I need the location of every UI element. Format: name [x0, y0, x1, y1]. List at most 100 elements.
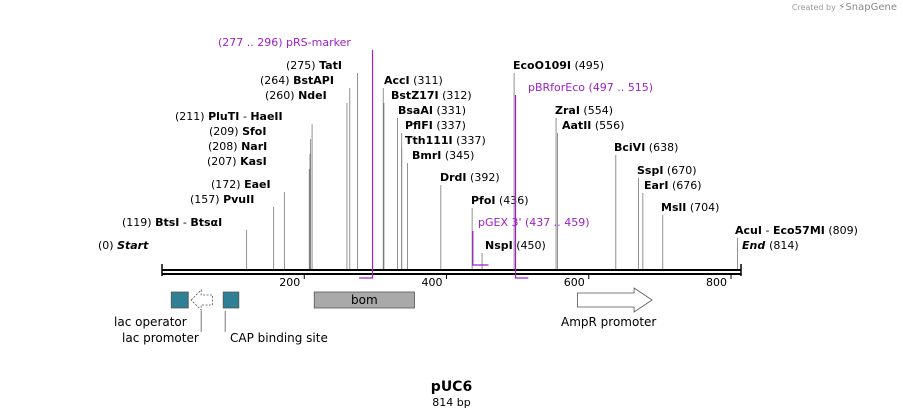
enzyme-label-pflfi: PflFI (337)	[405, 119, 466, 132]
enzyme-name: NdeI	[298, 89, 327, 102]
enzyme-label-ndei: (260) NdeI	[265, 89, 327, 102]
enzyme-name: MslI	[661, 201, 686, 214]
plasmid-name: pUC6	[430, 379, 473, 395]
enzyme-label-acci: AccI (311)	[384, 74, 443, 87]
primer-prs-marker-arrow	[359, 50, 374, 279]
enzyme-name: SspI	[637, 164, 663, 177]
primer-prs-marker-label: (277 .. 296) pRS-marker	[218, 36, 351, 49]
enzyme-label-tati: (275) TatI	[286, 59, 342, 72]
enzyme-name: NarI	[241, 140, 267, 153]
enzyme-name: TatI	[319, 59, 342, 72]
feature-lac-operator-box	[170, 291, 189, 309]
enzyme-name: HaeII	[250, 110, 282, 123]
enzyme-label-bstapi: (264) BstAPI	[260, 74, 334, 87]
enzyme-label-zrai: ZraI (554)	[555, 104, 613, 117]
enzyme-position: (211)	[175, 110, 208, 123]
enzyme-position: (275)	[286, 59, 319, 72]
enzyme-position: (345)	[441, 149, 474, 162]
axis-tick-label: 800	[706, 276, 727, 289]
enzyme-name: PvuII	[223, 193, 254, 206]
enzyme-label-pvuii: (157) PvuII	[190, 193, 254, 206]
enzyme-name: PfoI	[471, 194, 496, 207]
enzyme-label-msli: MslI (704)	[661, 201, 719, 214]
enzyme-name: BciVI	[614, 141, 645, 154]
feature-label-cap-binding-site: CAP binding site	[230, 331, 328, 345]
axis-tick-label: 600	[564, 276, 585, 289]
enzyme-position: (809)	[825, 224, 858, 237]
enzyme-position: (337)	[453, 134, 486, 147]
enzyme-label-nspi: NspI (450)	[485, 239, 546, 252]
enzyme-name: KasI	[240, 155, 267, 168]
enzyme-label-bsaai: BsaAI (331)	[398, 104, 466, 117]
enzyme-position: (260)	[265, 89, 298, 102]
feature-bom-box	[313, 291, 415, 309]
feature-label-ampr-promoter: AmpR promoter	[561, 315, 656, 329]
enzyme-label-bmri: BmrI (345)	[412, 149, 474, 162]
enzyme-name: EaeI	[244, 178, 271, 191]
enzyme-name: Tth111I	[405, 134, 453, 147]
enzyme-name: EarI	[644, 179, 668, 192]
feature-label-lac-promoter: lac promoter	[122, 331, 199, 345]
primer-pgex-3-label: pGEX 3' (437 .. 459)	[478, 216, 590, 229]
enzyme-position: (670)	[663, 164, 696, 177]
enzyme-position: (172)	[211, 178, 244, 191]
enzyme-position: (157)	[190, 193, 223, 206]
end-label: End (814)	[742, 239, 799, 252]
enzyme-name: DrdI	[440, 171, 467, 184]
enzyme-label-bstz17i: BstZ17I (312)	[391, 89, 472, 102]
primer-pbrforeco-arrow	[514, 95, 529, 279]
snapgene-watermark: Created by ⚡SnapGene	[792, 2, 897, 13]
axis-tick-label: 200	[279, 276, 300, 289]
enzyme-position: (209)	[209, 125, 242, 138]
enzyme-position: (207)	[207, 155, 240, 168]
feature-lac-promoter-arrow	[190, 289, 213, 311]
enzyme-position: (331)	[433, 104, 466, 117]
enzyme-position: (704)	[686, 201, 719, 214]
watermark-brand: SnapGene	[845, 2, 897, 13]
enzyme-position: (311)	[410, 74, 443, 87]
enzyme-separator: -	[179, 216, 190, 229]
enzyme-label-btsi-bts-i: (119) BtsI - BtsαI	[122, 216, 222, 229]
enzyme-name: BtsI	[155, 216, 179, 229]
snapgene-logo-icon: ⚡	[838, 2, 846, 13]
enzyme-position: (392)	[467, 171, 500, 184]
enzyme-position: (208)	[208, 140, 241, 153]
enzyme-label-tth111i: Tth111I (337)	[405, 134, 486, 147]
start-position: (0)	[98, 239, 117, 252]
enzyme-name: BtsαI	[190, 216, 222, 229]
enzyme-name: PflFI	[405, 119, 433, 132]
feature-label-bom: bom	[351, 293, 378, 307]
enzyme-label-sfoi: (209) SfoI	[209, 125, 266, 138]
enzyme-label-eaei: (172) EaeI	[211, 178, 271, 191]
enzyme-label-pluti-haeii: (211) PluTI - HaeII	[175, 110, 283, 123]
primer-pbrforeco-label: pBRforEco (497 .. 515)	[528, 81, 653, 94]
enzyme-name: PluTI	[208, 110, 239, 123]
primer-pgex-3-arrow	[472, 231, 489, 266]
enzyme-separator: -	[762, 224, 773, 237]
feature-label-lac-operator: lac operator	[114, 315, 187, 329]
axis-tick-label: 400	[422, 276, 443, 289]
enzyme-name: ZraI	[555, 104, 580, 117]
start-name: Start	[117, 239, 149, 252]
enzyme-position: (554)	[580, 104, 613, 117]
enzyme-label-drdi: DrdI (392)	[440, 171, 500, 184]
enzyme-position: (264)	[260, 74, 293, 87]
enzyme-label-ecoo109i: EcoO109I (495)	[513, 59, 604, 72]
plasmid-length: 814 bp	[432, 396, 471, 409]
enzyme-name: BsaAI	[398, 104, 433, 117]
end-position: (814)	[769, 239, 799, 252]
enzyme-label-acui-eco57mi: AcuI - Eco57MI (809)	[735, 224, 858, 237]
end-name: End	[742, 239, 769, 252]
enzyme-name: AcuI	[735, 224, 762, 237]
enzyme-label-sspi: SspI (670)	[637, 164, 697, 177]
enzyme-label-nari: (208) NarI	[208, 140, 267, 153]
enzyme-position: (312)	[439, 89, 472, 102]
enzyme-position: (450)	[513, 239, 546, 252]
enzyme-name: Eco57MI	[773, 224, 825, 237]
start-label: (0) Start	[98, 239, 149, 252]
enzyme-name: EcoO109I	[513, 59, 571, 72]
enzyme-position: (638)	[645, 141, 678, 154]
enzyme-name: BmrI	[412, 149, 441, 162]
enzyme-position: (436)	[496, 194, 529, 207]
enzyme-label-eari: EarI (676)	[644, 179, 702, 192]
